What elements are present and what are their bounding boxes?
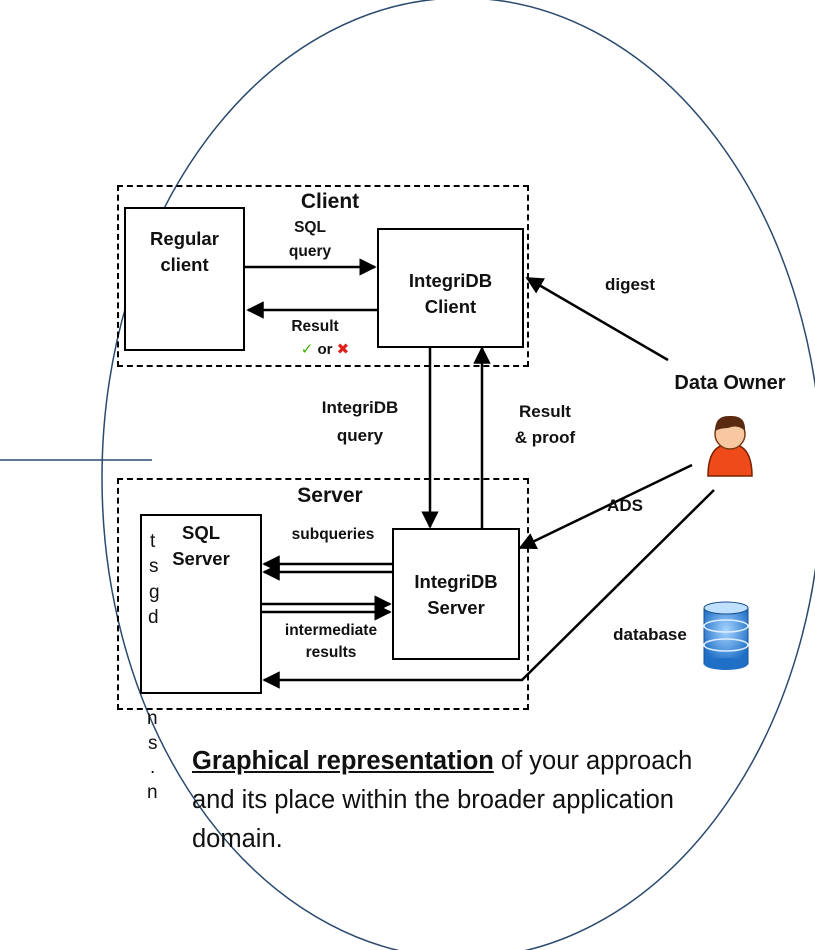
sql-query-label-2: query xyxy=(288,243,332,260)
server-group-title: Server xyxy=(297,484,363,507)
caption: Graphical representation of your approac… xyxy=(192,742,712,859)
caption-bold: Graphical representation xyxy=(192,747,494,775)
caption-rest: of your approach and its place within th… xyxy=(192,747,693,853)
regular-client-label-2: client xyxy=(160,254,209,275)
data-owner-avatar-icon xyxy=(707,415,753,477)
check-icon: ✓ xyxy=(300,341,314,358)
left-fragment: d xyxy=(148,607,159,628)
left-fragment: t xyxy=(150,531,156,552)
ads-label: ADS xyxy=(607,496,643,515)
result-proof-label-2: & proof xyxy=(514,428,576,447)
client-group-title: Client xyxy=(300,190,360,213)
database-icon xyxy=(703,601,749,670)
regular-client-label-1: Regular xyxy=(150,228,219,249)
integridb-client-label-2: Client xyxy=(424,296,477,317)
regular-client-node xyxy=(124,207,245,351)
integridb-server-label-1: IntegriDB xyxy=(414,571,498,592)
left-fragment: n xyxy=(147,708,158,729)
integridb-client-label-1: IntegriDB xyxy=(408,270,493,291)
data-owner-label: Data Owner xyxy=(674,372,786,394)
integridb-query-label-2: query xyxy=(336,426,384,445)
subqueries-label: subqueries xyxy=(291,526,375,543)
intermediate-label-1: intermediate xyxy=(284,622,378,639)
left-fragment: n xyxy=(147,782,158,803)
result-label: Result xyxy=(291,318,339,335)
arrow-ads xyxy=(518,463,693,550)
sql-server-label-1: SQL xyxy=(181,522,221,543)
server-group-box xyxy=(117,478,529,710)
sql-query-label-1: SQL xyxy=(294,219,326,236)
sql-server-label-2: Server xyxy=(172,548,230,569)
cross-icon: ✖ xyxy=(336,341,350,358)
sql-server-node xyxy=(140,514,262,694)
result-or-label: or xyxy=(317,341,333,358)
database-label: database xyxy=(613,625,687,644)
result-verdict: ✓ or ✖ xyxy=(290,340,360,358)
digest-label: digest xyxy=(604,275,656,294)
integridb-query-label-1: IntegriDB xyxy=(321,398,399,417)
scope-ellipse xyxy=(101,0,815,950)
arrow-digest xyxy=(525,276,669,362)
left-fragment: g xyxy=(149,582,160,603)
integridb-client-node xyxy=(377,228,524,348)
left-fragment: s xyxy=(149,556,159,577)
client-group-box xyxy=(117,185,529,367)
result-proof-label-1: Result xyxy=(519,402,571,421)
left-fragment: s xyxy=(148,733,158,754)
integridb-server-node xyxy=(392,528,520,660)
intermediate-label-2: results xyxy=(305,644,357,661)
left-fragment: . xyxy=(150,757,156,778)
arrow-database xyxy=(262,489,715,689)
integridb-server-label-2: Server xyxy=(427,597,485,618)
